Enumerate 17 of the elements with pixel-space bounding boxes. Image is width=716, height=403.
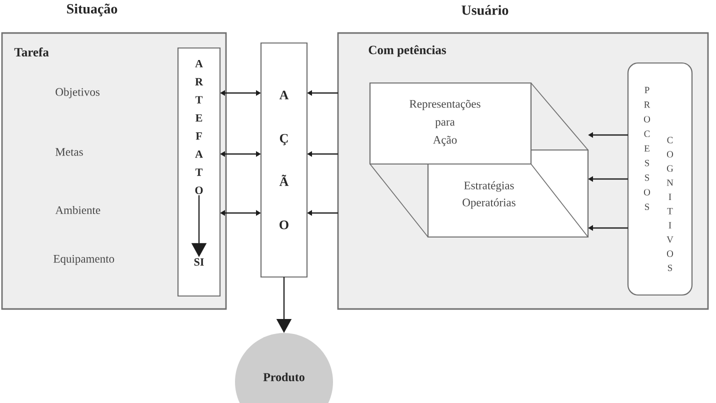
vertical-text: C O G N I T I V O S [666,136,674,272]
section-title: Usuário [462,5,508,15]
vertical-text: A R T E F A T O [195,60,204,194]
list-item: Metas [56,148,83,156]
list-item: Ambiente [55,206,100,214]
section-title: Situação [67,4,118,16]
list-item: Objetivos [56,88,100,98]
list-item: Equipamento [54,254,114,266]
panel-heading: Com petências [368,45,446,57]
tall-box [177,47,221,297]
tall-box: A Ç Ã O [260,42,308,278]
text-label: SI [194,258,204,266]
rounded-box [627,62,693,296]
cuboid [370,82,588,238]
panel-heading: Tarefa [14,48,49,56]
vertical-text: P R O C E S S O S [644,86,650,210]
text-box: Representações para Ação [369,82,532,165]
